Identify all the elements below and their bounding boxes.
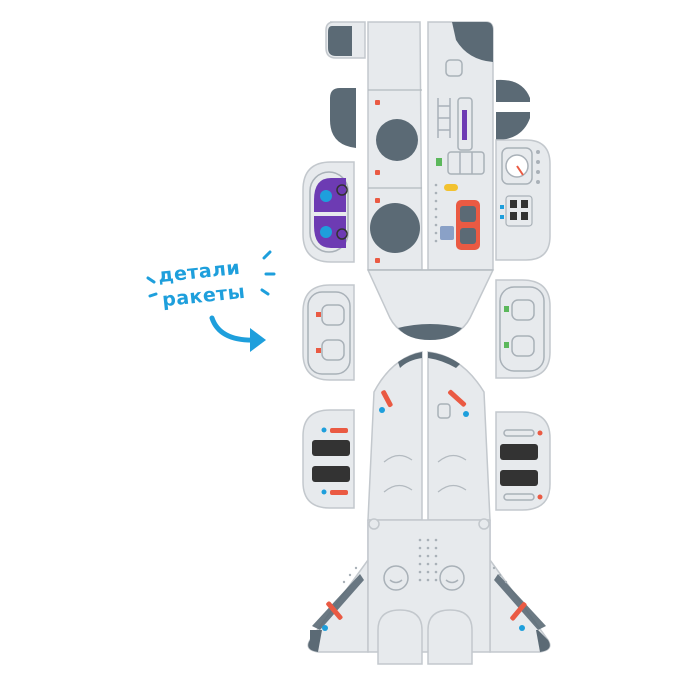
engine-nozzle-icon — [377, 609, 473, 665]
lower-shuttle — [307, 351, 551, 665]
left-vent-panel — [302, 409, 355, 509]
caption-sparkles — [146, 250, 276, 298]
top-left-tabs — [325, 21, 530, 148]
arrow-icon — [209, 315, 266, 352]
porthole-panel — [302, 161, 355, 263]
left-middle-panel — [302, 284, 355, 381]
vent-grille-icon — [312, 440, 350, 482]
hatch-circle-upper — [376, 119, 418, 161]
ladder-icon — [437, 98, 451, 138]
hatch-circle-lower — [370, 203, 420, 253]
cockpit-panel — [495, 139, 551, 261]
steering-wheel-icon — [336, 184, 348, 240]
right-middle-panel — [495, 279, 551, 379]
right-vent-panel — [495, 411, 551, 511]
upper-fuselage — [366, 21, 495, 340]
rocket-parts-caption: детали ракеты — [140, 255, 280, 365]
vehicle-icon — [440, 200, 480, 250]
